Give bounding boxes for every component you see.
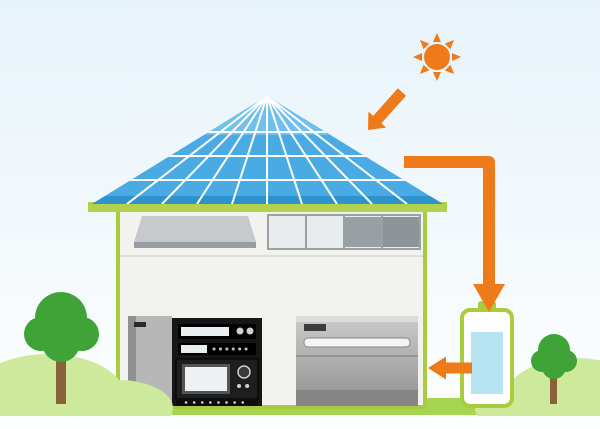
window-pane-dark (345, 217, 381, 247)
sun-ray (444, 40, 454, 50)
second-floor (134, 214, 421, 250)
oven-knob (246, 327, 254, 335)
dishwasher-control (304, 324, 326, 331)
oven-knob (236, 327, 244, 335)
kitchen-appliances (128, 316, 418, 406)
sun-ray (420, 64, 430, 74)
storage-battery (460, 301, 514, 408)
microwave-dial (237, 365, 251, 379)
roof-panel-detail (92, 96, 443, 204)
tree-foliage (24, 292, 99, 362)
arrow-roof-to-battery-line (404, 156, 495, 284)
sun-ray (444, 64, 454, 74)
arrow-sun-to-roof (368, 88, 407, 130)
solar-panel-roof (88, 96, 447, 212)
sun-ray (452, 53, 461, 61)
arrow-battery-to-appliances (428, 356, 472, 380)
oven-display (181, 327, 229, 336)
sun-disc (424, 44, 450, 70)
sun-ray (420, 40, 430, 50)
sun-ray (433, 72, 441, 81)
energy-flow-arrows (368, 88, 505, 380)
range-hood-base (134, 242, 256, 248)
tree-trunk (550, 376, 557, 404)
sun-ray (413, 53, 422, 61)
fridge-shade (128, 316, 136, 406)
battery-cell (471, 332, 503, 394)
sun-ray (433, 33, 441, 42)
tree-foliage (531, 334, 577, 379)
oven-display-small (181, 345, 207, 353)
range-hood (134, 216, 256, 242)
sun-icon (413, 33, 461, 81)
dishwasher-handle (303, 337, 411, 348)
tree-left (24, 292, 99, 404)
house (116, 208, 427, 409)
bush-left-small (63, 380, 173, 416)
bushes (0, 354, 600, 416)
dishwasher-base-shade (296, 390, 418, 406)
kick-panel (176, 399, 258, 406)
window-pane-dark (383, 217, 419, 247)
microwave-window (185, 367, 227, 391)
vegetation (0, 292, 600, 416)
tree-trunk (56, 352, 66, 404)
fridge-handle (134, 322, 146, 327)
panel-grid (92, 96, 443, 204)
eaves-board (88, 202, 447, 212)
dishwasher-countertop (296, 316, 418, 322)
arrow-roof-to-battery-head (473, 284, 505, 312)
tree-right (531, 334, 577, 404)
